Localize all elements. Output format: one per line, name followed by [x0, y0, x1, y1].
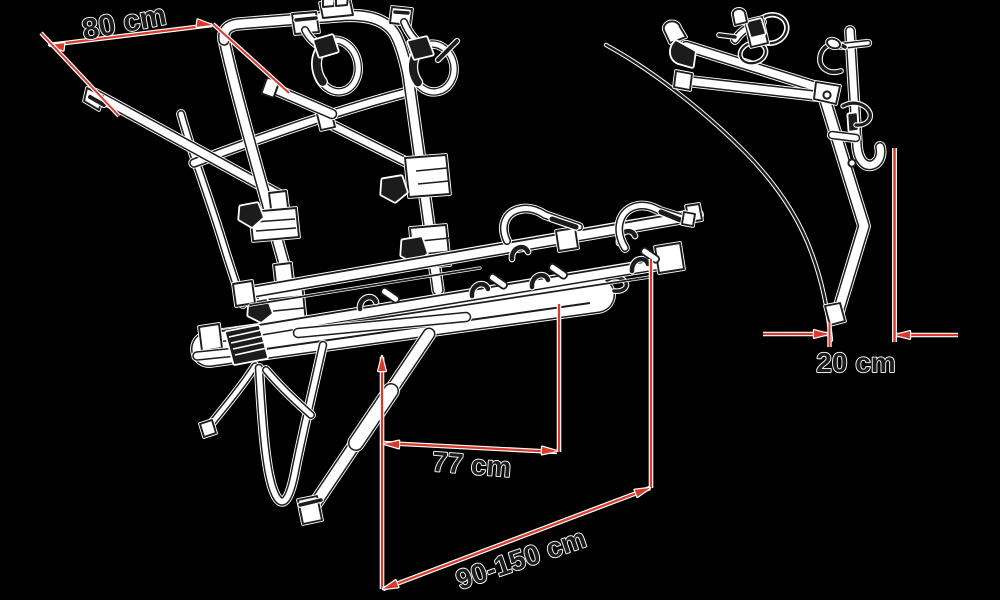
svg-text:77 cm: 77 cm [431, 446, 513, 483]
svg-text:20 cm: 20 cm [816, 347, 895, 378]
